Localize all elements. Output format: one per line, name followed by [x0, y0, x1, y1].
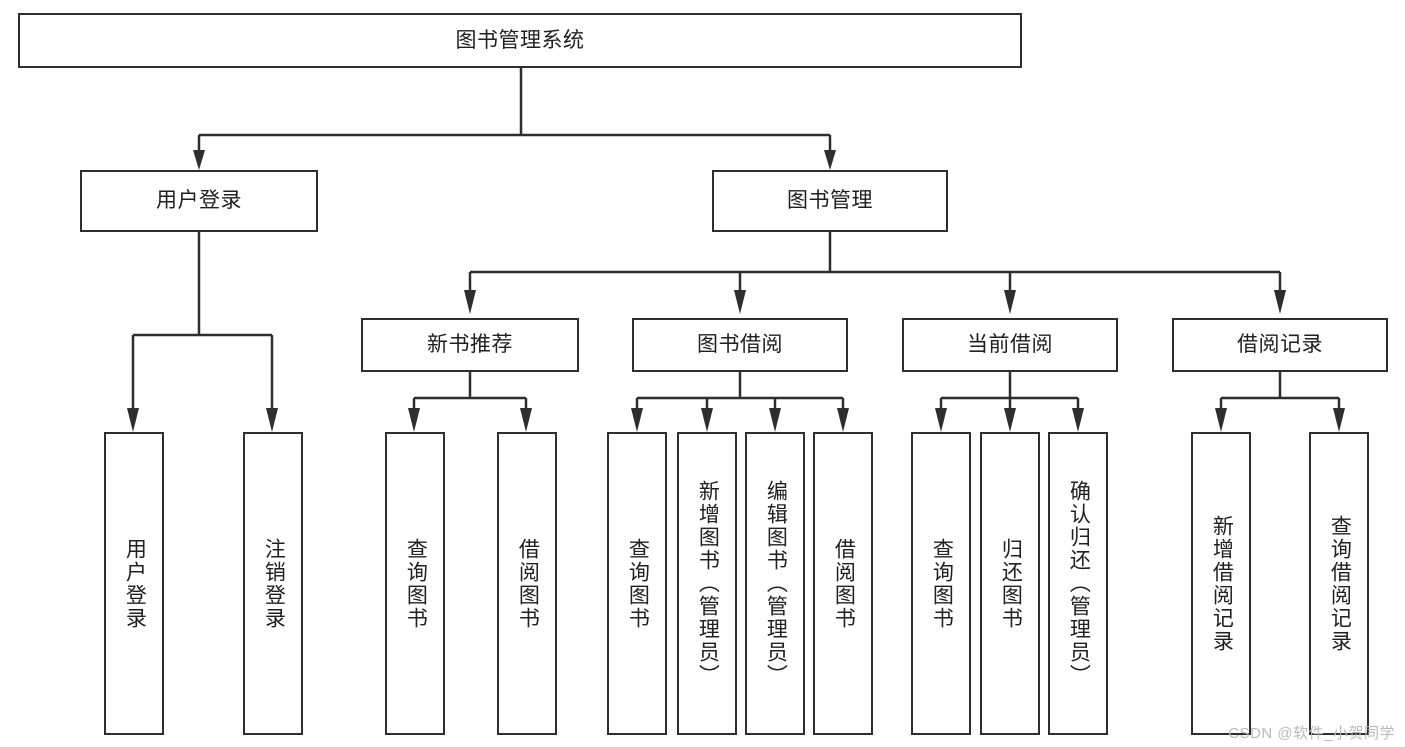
node-leaf-user-login[interactable]: 用户登录	[104, 432, 164, 735]
node-leaf-confirm-return[interactable]: 确认归还（管理员）	[1048, 432, 1108, 735]
node-user-login[interactable]: 用户登录	[80, 170, 318, 232]
node-leaf-query-book-3[interactable]: 查询图书	[911, 432, 971, 735]
node-leaf-add-record[interactable]: 新增借阅记录	[1191, 432, 1251, 735]
node-leaf-edit-book[interactable]: 编辑图书（管理员）	[745, 432, 805, 735]
node-book-manage[interactable]: 图书管理	[712, 170, 948, 232]
node-leaf-logout-login-label: 注销登录	[262, 537, 286, 630]
node-leaf-return-book[interactable]: 归还图书	[980, 432, 1040, 735]
node-book-borrow-label: 图书借阅	[697, 333, 783, 357]
node-book-manage-label: 图书管理	[787, 189, 873, 213]
node-borrow-record-label: 借阅记录	[1237, 333, 1323, 357]
node-current-borrow-label: 当前借阅	[967, 333, 1053, 357]
node-leaf-logout-login[interactable]: 注销登录	[243, 432, 303, 735]
node-root[interactable]: 图书管理系统	[18, 13, 1022, 68]
node-leaf-borrow-book-1-label: 借阅图书	[516, 537, 540, 630]
node-new-book-recommend[interactable]: 新书推荐	[361, 318, 579, 372]
node-leaf-add-record-label: 新增借阅记录	[1210, 514, 1234, 653]
node-leaf-return-book-label: 归还图书	[999, 537, 1023, 630]
node-book-borrow[interactable]: 图书借阅	[632, 318, 848, 372]
node-leaf-query-record-label: 查询借阅记录	[1328, 514, 1352, 653]
node-leaf-add-book[interactable]: 新增图书（管理员）	[677, 432, 737, 735]
csdn-watermark: CSDN @软件_小贺同学	[1228, 725, 1395, 742]
node-new-book-recommend-label: 新书推荐	[427, 333, 513, 357]
node-leaf-query-book-2[interactable]: 查询图书	[607, 432, 667, 735]
node-leaf-borrow-book-1[interactable]: 借阅图书	[497, 432, 557, 735]
node-user-login-label: 用户登录	[156, 189, 242, 213]
node-leaf-user-login-label: 用户登录	[123, 537, 147, 630]
node-leaf-query-book-1[interactable]: 查询图书	[385, 432, 445, 735]
node-borrow-record[interactable]: 借阅记录	[1172, 318, 1388, 372]
node-leaf-query-book-1-label: 查询图书	[404, 537, 428, 630]
node-leaf-query-book-3-label: 查询图书	[930, 537, 954, 630]
node-leaf-edit-book-label: 编辑图书（管理员）	[764, 480, 788, 687]
node-leaf-borrow-book-2[interactable]: 借阅图书	[813, 432, 873, 735]
node-leaf-confirm-return-label: 确认归还（管理员）	[1067, 480, 1091, 687]
node-leaf-query-book-2-label: 查询图书	[626, 537, 650, 630]
node-current-borrow[interactable]: 当前借阅	[902, 318, 1118, 372]
node-leaf-borrow-book-2-label: 借阅图书	[832, 537, 856, 630]
node-leaf-add-book-label: 新增图书（管理员）	[696, 480, 720, 687]
node-leaf-query-record[interactable]: 查询借阅记录	[1309, 432, 1369, 735]
node-root-label: 图书管理系统	[455, 28, 585, 52]
